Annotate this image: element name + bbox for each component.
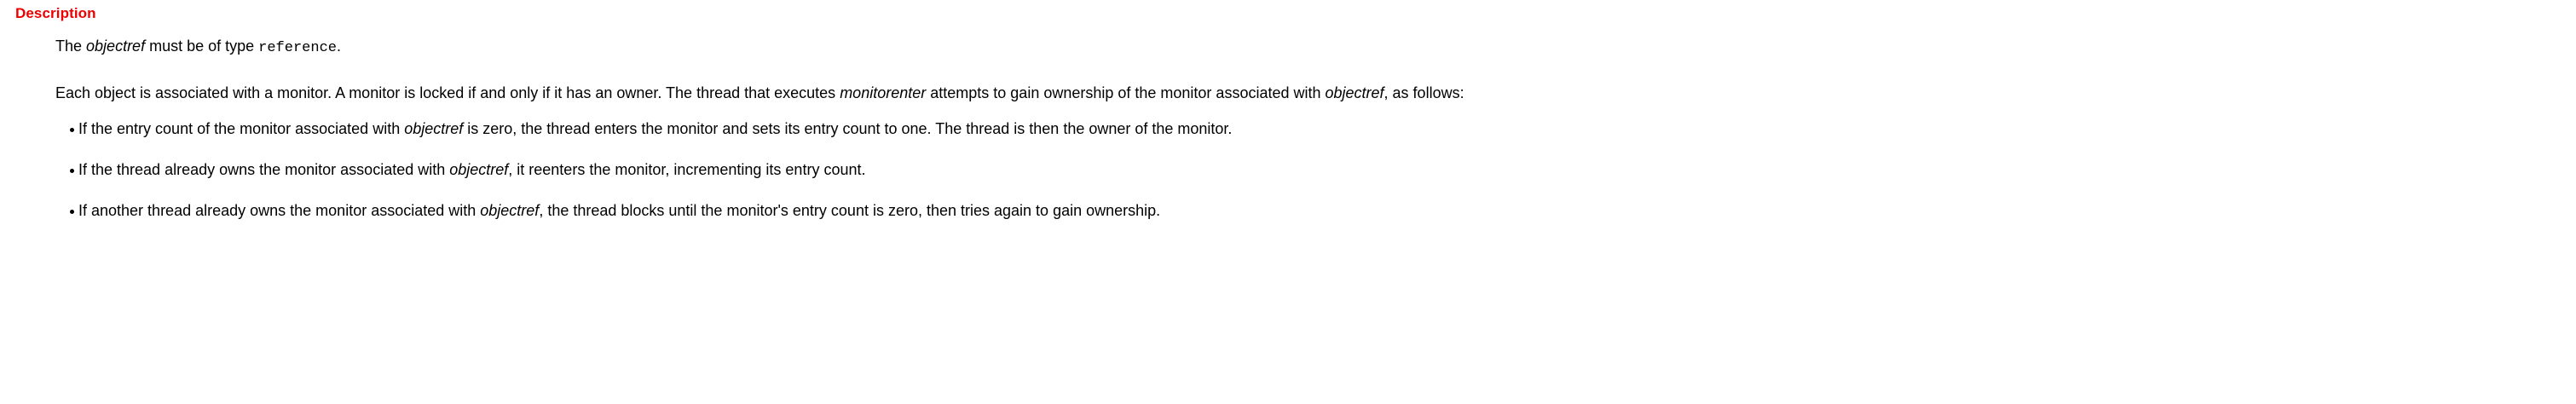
list-item-text: If another thread already owns the monit… [78,202,481,219]
paragraph-objectref-type: The objectref must be of type reference. [55,38,2576,57]
list-item-text: If the thread already owns the monitor a… [78,161,450,178]
list-item-text: , it reenters the monitor, incrementing … [508,161,866,178]
list-item: If the entry count of the monitor associ… [55,120,2576,138]
paragraph-text: must be of type [145,38,259,55]
paragraph-monitor-ownership: Each object is associated with a monitor… [55,84,2576,102]
description-body: The objectref must be of type reference.… [55,38,2576,220]
list-item: If another thread already owns the monit… [55,202,2576,220]
emphasis-objectref: objectref [449,161,509,178]
bullet-point-icon [70,169,74,173]
paragraph-text: , as follows: [1383,84,1464,101]
list-item-text: is zero, the thread enters the monitor a… [463,120,1233,137]
bullet-point-icon [70,210,74,214]
code-reference: reference [258,40,337,56]
list-item: If the thread already owns the monitor a… [55,161,2576,179]
description-bullet-list: If the entry count of the monitor associ… [55,120,2576,220]
paragraph-text: attempts to gain ownership of the monito… [926,84,1326,101]
emphasis-objectref: objectref [1325,84,1384,101]
bullet-point-icon [70,128,74,132]
paragraph-text: . [336,38,341,55]
page-title: Description [15,5,96,21]
emphasis-objectref: objectref [86,38,146,55]
emphasis-objectref: objectref [404,120,464,137]
emphasis-monitorenter: monitorenter [840,84,927,101]
paragraph-text: Each object is associated with a monitor… [55,84,840,101]
list-item-text: If the entry count of the monitor associ… [78,120,405,137]
list-item-text: , the thread blocks until the monitor's … [539,202,1161,219]
paragraph-text: The [55,38,87,55]
emphasis-objectref: objectref [480,202,540,219]
